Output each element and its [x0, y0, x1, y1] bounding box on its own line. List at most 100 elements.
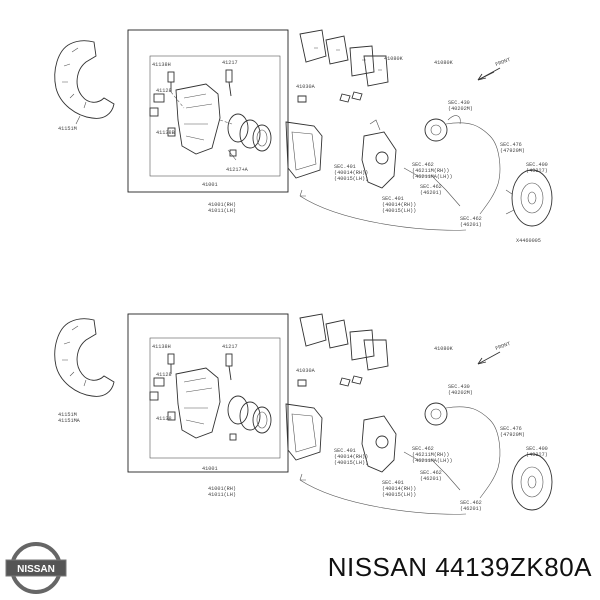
front-arrow: [477, 67, 501, 81]
brake-pads: [299, 29, 389, 87]
label-sec476b: (47920M): [500, 148, 525, 154]
brake-hose: [403, 451, 461, 491]
label-shim: 41030A: [296, 368, 316, 374]
logo-text: NISSAN: [17, 564, 55, 575]
label-front: FRONT: [495, 341, 512, 352]
label-sec476b: (47920M): [500, 432, 525, 438]
diagram-panel-top: 41151M 41138H 41217 41128 41138B 41217+A…: [54, 29, 553, 244]
pad-clips: [297, 91, 363, 103]
dust-shield: [54, 40, 115, 125]
caliper-inner-box: [149, 55, 281, 177]
label-sec401: SEC.401: [334, 164, 356, 170]
label-sec430b: (40202M): [448, 390, 473, 396]
label-sec401c: (40015(LH)): [334, 460, 368, 466]
abs-sensor-wire: [445, 406, 501, 499]
label-shim: 41030A: [296, 84, 316, 90]
label-pads: 41080K: [384, 56, 404, 62]
label-sleeve: 41128: [156, 88, 172, 94]
label-pin: 41217: [222, 344, 238, 350]
label-shield: 41151M: [58, 412, 77, 418]
pad-clips: [297, 375, 363, 387]
brake-hose: [403, 167, 461, 207]
label-sec462: SEC.462: [412, 162, 434, 168]
label-assy-rh: 41001(RH): [208, 486, 236, 492]
caliper-bracket: [285, 121, 323, 179]
label-caliper: 41001: [202, 466, 218, 472]
steering-knuckle: [361, 415, 397, 473]
wheel-hub: [424, 118, 448, 142]
front-arrow: [477, 351, 501, 365]
label-sec462g: (46201): [460, 222, 482, 228]
steering-knuckle: [361, 119, 397, 189]
label-sec430: SEC.430: [448, 384, 470, 390]
label-sec401b: (40014(RH)): [334, 170, 368, 176]
brake-rotor: [511, 453, 553, 511]
assembly-leader-arrow: [299, 195, 467, 231]
label-bleeder: 41217+A: [226, 167, 249, 173]
label-sec401f: (40015(LH)): [382, 208, 416, 214]
label-sec462f: SEC.462: [460, 216, 482, 222]
label-sec400: SEC.400: [526, 446, 548, 452]
label-pads2: 41080K: [434, 60, 454, 66]
label-pads: 41080K: [434, 346, 454, 352]
leader-arrowhead: [299, 189, 306, 197]
label-sec401c: (40015(LH)): [334, 176, 368, 182]
caliper-body: [175, 367, 221, 439]
label-sec401e: (40014(RH)): [382, 202, 416, 208]
label-sec462d: SEC.462: [420, 184, 442, 190]
label-sec430b: (40202M): [448, 106, 473, 112]
label-sec476: SEC.476: [500, 426, 522, 432]
leader-arrowhead: [299, 473, 306, 481]
label-sec401f: (40015(LH)): [382, 492, 416, 498]
wheel-hub: [424, 402, 448, 426]
label-shield2: 41151MA: [58, 418, 81, 424]
caliper-bracket: [285, 403, 323, 461]
label-shield: 41151M: [58, 126, 77, 132]
guide-bolts: [149, 353, 233, 421]
label-sec476: SEC.476: [500, 142, 522, 148]
label-sec400b: (40227): [526, 168, 548, 174]
label-sec401d: SEC.401: [382, 480, 404, 486]
label-sec462b: (46211M(RH)): [412, 452, 449, 458]
label-sec401b: (40014(RH)): [334, 454, 368, 460]
label-sec462e: (46201): [420, 190, 442, 196]
label-assy-lh: 41011(LH): [208, 492, 236, 498]
label-sec400: SEC.400: [526, 162, 548, 168]
guide-bolts: [149, 69, 233, 137]
label-sec430: SEC.430: [448, 100, 470, 106]
label-sleeve: 41128: [156, 372, 172, 378]
label-sec462e: (46201): [420, 476, 442, 482]
label-bolt-top: 41138H: [152, 62, 171, 68]
brake-pads: [299, 313, 389, 371]
label-sec401e: (40014(RH)): [382, 486, 416, 492]
label-sec462c: (46211MA(LH)): [412, 174, 452, 180]
label-sec462: SEC.462: [412, 446, 434, 452]
label-front: FRONT: [495, 57, 512, 68]
diagram-panel-bottom: 41151M 41151MA 41138H 41217 41128 41138 …: [54, 313, 553, 515]
label-caliper: 41001: [202, 182, 218, 188]
label-sec462d: SEC.462: [420, 470, 442, 476]
brake-rotor: [505, 169, 553, 227]
piston-and-seals: [227, 395, 272, 441]
label-pin: 41217: [222, 60, 238, 66]
label-boot: 41138B: [156, 130, 175, 136]
piston-and-seals: [219, 113, 272, 161]
label-sec400b: (40227): [526, 452, 548, 458]
assembly-leader-arrow: [299, 479, 467, 515]
label-sec401d: SEC.401: [382, 196, 404, 202]
label-ref: X4460005: [516, 238, 541, 244]
label-sec462b: (46211M(RH)): [412, 168, 449, 174]
label-sec462c: (46211MA(LH)): [412, 458, 452, 464]
label-assy-lh: 41011(LH): [208, 208, 236, 214]
label-sec462f: SEC.462: [460, 500, 482, 506]
caliper-inner-box: [149, 337, 281, 459]
nissan-logo: NISSAN: [5, 542, 67, 594]
caliper-body: [170, 83, 221, 155]
caliper-assembly-box: [127, 29, 289, 193]
label-boot: 41138: [156, 416, 172, 422]
abs-sensor-wire: [445, 115, 501, 215]
label-sec401: SEC.401: [334, 448, 356, 454]
label-sec462g: (46201): [460, 506, 482, 512]
part-number-caption: NISSAN 44139ZK80A: [327, 552, 592, 582]
label-bolt-top: 41138H: [152, 344, 171, 350]
